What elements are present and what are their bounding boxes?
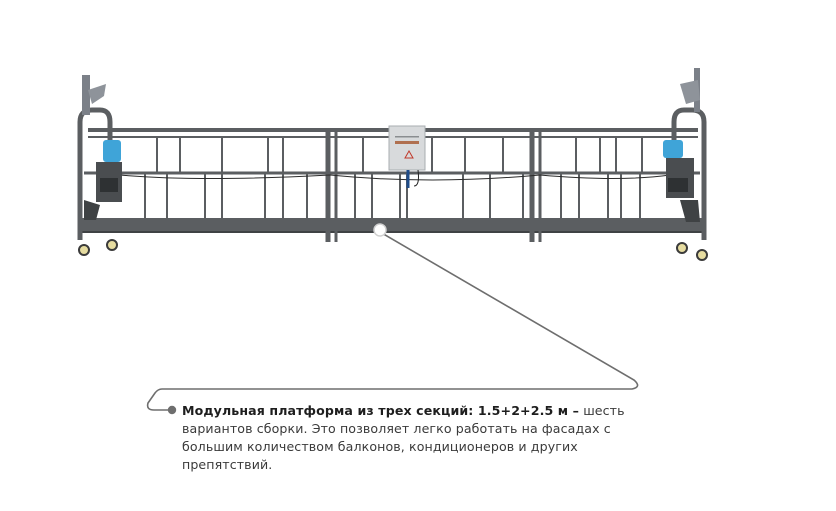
- callout-text: Модульная платформа из трех секций: 1.5+…: [182, 402, 642, 474]
- right-hoist: [663, 68, 700, 222]
- wheels: [78, 239, 708, 261]
- circle-marker-icon[interactable]: [373, 223, 387, 237]
- dot-bullet-icon: [167, 405, 177, 415]
- platform-frame: [77, 107, 707, 242]
- callout-title: Модульная платформа из трех секций: 1.5+…: [182, 403, 580, 418]
- left-hoist: [82, 75, 122, 220]
- leader-line: [146, 231, 639, 411]
- control-box: [388, 125, 426, 188]
- callout-body: шесть вариантов сборки. Это позволяет ле…: [182, 403, 625, 472]
